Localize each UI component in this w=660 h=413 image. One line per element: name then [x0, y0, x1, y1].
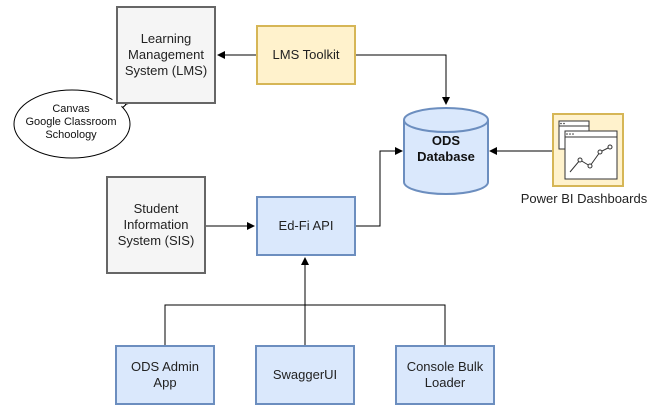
- node-swagger-ui-label: SwaggerUI: [272, 367, 338, 382]
- power-bi-dashboard-icon: [552, 113, 624, 187]
- node-edfi-api-label: Ed-Fi API: [278, 218, 334, 233]
- node-console-bulk-loader: Console Bulk Loader: [395, 345, 495, 405]
- edge-edfi-to-ods: [356, 147, 403, 227]
- node-lms-toolkit-label: LMS Toolkit: [272, 47, 340, 62]
- node-lms-label: Learning Management System (LMS): [124, 31, 208, 78]
- ods-database-cylinder: [403, 107, 489, 195]
- node-sis: Student Information System (SIS): [106, 176, 206, 274]
- node-ods-admin: ODS Admin App: [115, 345, 215, 405]
- power-bi-label: Power BI Dashboards: [520, 191, 648, 206]
- node-lms-toolkit: LMS Toolkit: [256, 25, 356, 85]
- node-console-bulk-loader-label: Console Bulk Loader: [406, 359, 484, 390]
- node-swagger-ui: SwaggerUI: [255, 345, 355, 405]
- node-sis-label: Student Information System (SIS): [117, 201, 195, 248]
- node-edfi-api: Ed-Fi API: [256, 196, 356, 256]
- edge-lms-toolkit-to-ods: [356, 54, 450, 105]
- callout-text: Canvas Google Classroom Schoology: [25, 103, 117, 141]
- node-lms: Learning Management System (LMS): [116, 6, 216, 104]
- ods-database-label: ODS Database: [417, 133, 475, 164]
- node-ods-admin-label: ODS Admin App: [131, 359, 199, 390]
